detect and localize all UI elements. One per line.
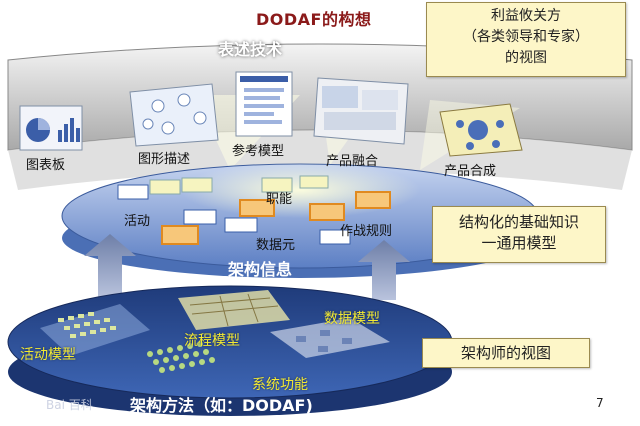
graphic-description-thumbnail [129, 83, 219, 147]
middle-layer-title: 架构信息 [228, 260, 293, 279]
up-arrow-right [358, 240, 410, 300]
bottom-disk-diagrams [40, 290, 390, 373]
middle-layer-item: 活动 [124, 214, 151, 229]
bottom-layer-item: 活动模型 [20, 347, 76, 363]
bottom-layer-item: 系统功能 [252, 377, 308, 393]
middle-disk-tiles [117, 175, 391, 245]
diagram-title: DODAF的构想 [256, 10, 372, 29]
middle-layer-item: 职能 [266, 192, 293, 207]
bottom-layer-title: 架构方法（如：DODAF) [130, 396, 313, 415]
top-layer-item: 参考模型 [232, 144, 285, 159]
middle-layer-item: 数据元 [256, 238, 296, 253]
top-layer-item: 产品合成 [444, 164, 497, 179]
top-layer-title: 表述技术 [218, 40, 283, 59]
product-fusion-thumbnail [313, 77, 409, 145]
page-number: 7 [596, 396, 604, 410]
top-layer-item: 图形描述 [138, 152, 191, 167]
callout-architect-view: 架构师的视图 [422, 338, 590, 368]
callout-stakeholder-view: 利益攸关方 （各类领导和专家） 的视图 [426, 2, 626, 77]
watermark: Bai 百科 [46, 398, 93, 412]
top-layer-item: 图表板 [26, 158, 66, 173]
callout-line: 结构化的基础知识 [458, 213, 579, 231]
bottom-layer-item: 数据模型 [324, 311, 380, 327]
up-arrow-left [84, 234, 136, 298]
dashboard-thumbnail [19, 105, 83, 151]
product-synthesis-thumbnail [439, 103, 523, 157]
bottom-layer-item: 流程模型 [184, 333, 240, 349]
callout-line: 一通用模型 [481, 234, 557, 252]
top-layer-item: 产品融合 [326, 154, 379, 169]
callout-line: （各类领导和专家） [463, 29, 589, 45]
callout-line: 利益攸关方 [491, 8, 561, 24]
reference-model-thumbnail [235, 71, 293, 137]
middle-layer-item: 作战规则 [340, 224, 393, 239]
callout-line: 的视图 [505, 50, 547, 66]
callout-structured-foundation: 结构化的基础知识 一通用模型 [432, 206, 606, 263]
